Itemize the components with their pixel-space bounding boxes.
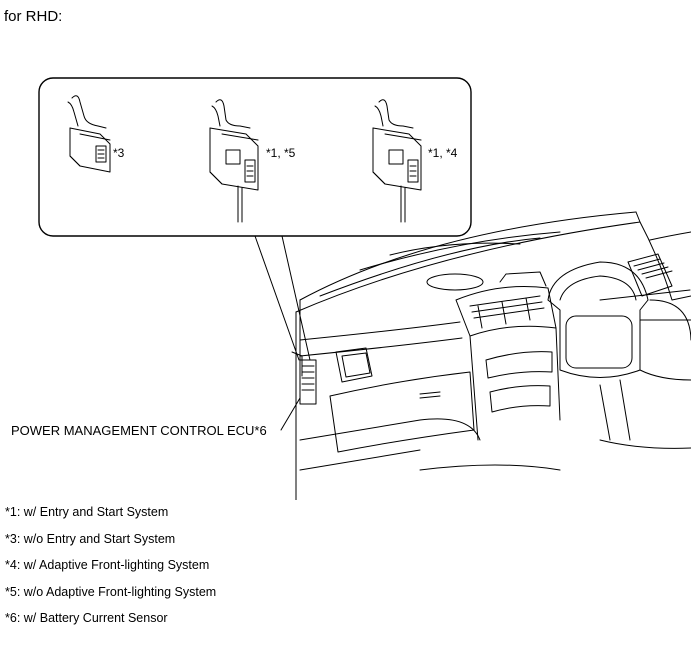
callout-ecu-variant-a: *3 <box>113 146 125 160</box>
zoom-inset-box <box>38 77 472 237</box>
footnote-legend: *1: w/ Entry and Start System *3: w/o En… <box>5 504 216 637</box>
legend-item: *5: w/o Adaptive Front-lighting System <box>5 584 217 599</box>
legend-item: *4: w/ Adaptive Front-lighting System <box>5 558 210 573</box>
legend-item: *1: w/ Entry and Start System <box>5 505 169 519</box>
ecu-variant-a-drawing <box>67 95 111 173</box>
legend-item: *3: w/o Entry and Start System <box>5 531 176 546</box>
dashboard-diagram <box>38 77 691 500</box>
dashboard-outline <box>291 211 691 500</box>
ecu-location-marker <box>299 359 317 405</box>
callout-ecu-variant-c: *1, *4 <box>428 146 458 160</box>
ecu-variant-b-drawing <box>209 99 259 223</box>
zoom-leader-line-left <box>254 235 300 361</box>
page-heading: for RHD: <box>4 8 63 25</box>
ecu-variant-c-drawing <box>372 99 422 223</box>
callout-ecu-variant-b: *1, *5 <box>266 146 296 160</box>
ecu-label: POWER MANAGEMENT CONTROL ECU*6 <box>11 423 267 438</box>
legend-item: *6: w/ Battery Current Sensor <box>5 611 168 626</box>
main-label-leader <box>280 397 301 431</box>
